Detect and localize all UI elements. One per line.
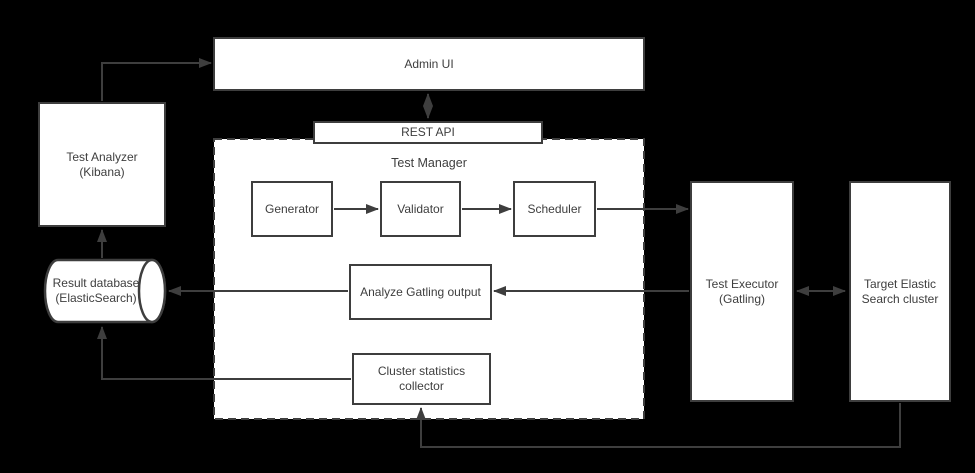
edge-target-cluster-to-cluster-statistics-collector xyxy=(416,403,901,448)
node-label: REST API xyxy=(401,125,455,139)
node-validator: Validator xyxy=(380,181,461,237)
node-analyze-gatling-output: Analyze Gatling output xyxy=(349,264,492,320)
node-label: Test Manager xyxy=(391,155,467,170)
cylinder-rim xyxy=(137,258,167,324)
node-test-executor: Test Executor (Gatling) xyxy=(690,181,794,402)
node-label-line2: (Kibana) xyxy=(79,164,125,179)
node-label-line1: Result database xyxy=(52,276,140,290)
node-label: Generator xyxy=(264,201,320,216)
result-database-cylinder xyxy=(43,258,167,324)
node-label: Admin UI xyxy=(404,56,454,71)
node-label-line2: Search cluster xyxy=(861,291,939,306)
node-label: Scheduler xyxy=(527,201,582,216)
node-scheduler: Scheduler xyxy=(513,181,596,237)
node-test-analyzer: Test Analyzer (Kibana) xyxy=(38,102,166,227)
node-label-line1: Cluster statistics xyxy=(377,364,466,378)
node-label-line1: Target Elastic xyxy=(863,276,937,291)
node-cluster-statistics-collector: Cluster statistics collector xyxy=(352,353,491,405)
edge-test-analyzer-to-admin-ui xyxy=(101,58,212,101)
node-label-line1: Test Executor xyxy=(705,276,779,291)
node-label-line2: (Gatling) xyxy=(718,291,765,306)
node-label: Validator xyxy=(397,201,444,216)
node-label-line1: Test Analyzer xyxy=(66,149,138,164)
edge-cluster-statistics-collector-to-result-database xyxy=(97,326,351,380)
node-label: Analyze Gatling output xyxy=(360,284,481,299)
node-target-elastic-search-cluster: Target Elastic Search cluster xyxy=(849,181,951,402)
node-label-line2: (ElasticSearch) xyxy=(55,291,137,305)
node-result-database-label: Result database (ElasticSearch) xyxy=(47,262,145,320)
test-manager-title: Test Manager xyxy=(213,155,645,171)
node-generator: Generator xyxy=(251,181,333,237)
node-label-line2: collector xyxy=(399,379,444,393)
node-admin-ui: Admin UI xyxy=(213,37,645,91)
node-rest-api: REST API xyxy=(313,121,543,144)
